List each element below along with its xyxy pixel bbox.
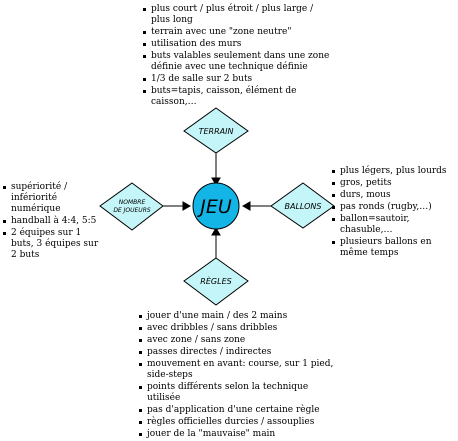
ballons-diamond	[270, 182, 335, 229]
regles-label: RÈGLES	[200, 275, 231, 286]
list-item: buts=tapis, caisson, élément de caisson,…	[142, 86, 332, 108]
center-label: JEU	[196, 196, 232, 218]
terrain-diamond	[183, 107, 249, 154]
list-item: jouer de la "mauvaise" main	[138, 429, 338, 440]
list-item: gros, petits	[331, 178, 453, 189]
center-circle	[192, 182, 240, 230]
arrowhead-nombre	[182, 201, 192, 211]
nombre-label-line1: NOMBRE	[119, 199, 146, 206]
arrowhead-regles	[211, 226, 221, 236]
list-item: pas d'application d'une certaine règle	[138, 405, 338, 416]
list-item: points différents selon la technique uti…	[138, 382, 338, 404]
connectors	[163, 153, 271, 258]
list-item: pas ronds (rugby,…)	[331, 202, 453, 213]
list-item: passes directes / indirectes	[138, 347, 338, 358]
list-item: supériorité / infériorité numérique	[2, 182, 100, 215]
terrain-label: TERRAIN	[199, 127, 234, 136]
list-item: handball à 4:4, 5:5	[2, 216, 100, 227]
arrowhead-terrain	[211, 177, 221, 187]
ballons-label: BALLONS	[285, 202, 322, 211]
list-item: règles officielles durcies / assouplies	[138, 417, 338, 428]
list-item: plusieurs ballons en même temps	[331, 237, 453, 259]
list-item: buts valables seulement dans une zone dé…	[142, 51, 332, 73]
list-item: 2 équipes sur 1 buts, 3 équipes sur 2 bu…	[2, 228, 100, 261]
list-item: 1/3 de salle sur 2 buts	[142, 74, 332, 85]
arrowhead-ballons	[241, 201, 251, 211]
nombre-diamond	[99, 182, 164, 231]
list-item: terrain avec une "zone neutre"	[142, 27, 332, 38]
list-item: plus légers, plus lourds	[331, 166, 453, 177]
list-item: plus court / plus étroit / plus large / …	[142, 4, 332, 26]
terrain-list: plus court / plus étroit / plus large / …	[142, 4, 332, 109]
list-item: utilisation des murs	[142, 39, 332, 50]
list-item: durs, mous	[331, 190, 453, 201]
list-item: avec dribbles / sans dribbles	[138, 323, 338, 334]
list-item: ballon=sautoir, chasuble,…	[331, 214, 453, 236]
list-item: avec zone / sans zone	[138, 335, 338, 346]
list-item: jouer d'une main / des 2 mains	[138, 311, 338, 322]
regles-diamond	[183, 257, 249, 306]
nombre-label-line2: DE JOUEURS	[113, 207, 151, 214]
list-item: mouvement en avant: course, sur 1 pied, …	[138, 359, 338, 381]
